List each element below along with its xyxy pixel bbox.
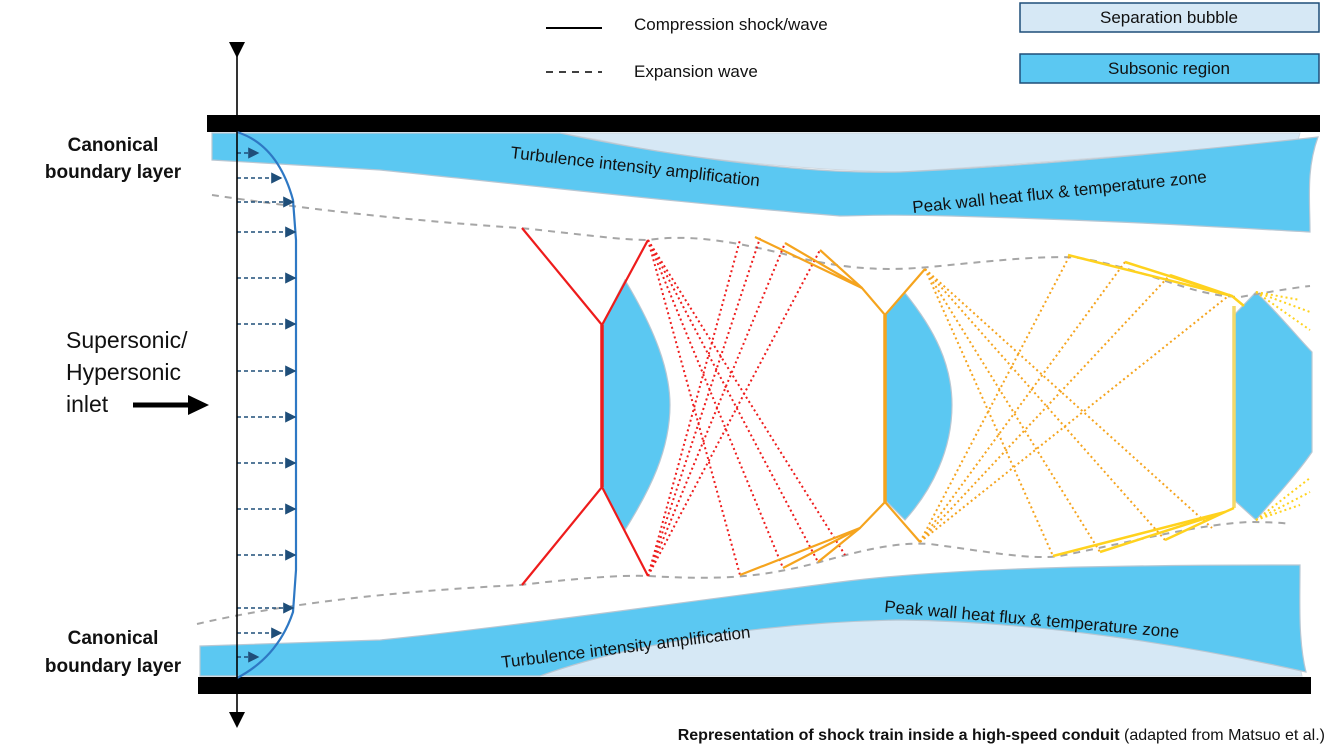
shock-3 (1052, 253, 1311, 558)
shock-3-oblique-bottom (1099, 510, 1226, 554)
shock-2-oblique-bottom (782, 527, 861, 569)
inlet-label-line3: inlet (66, 391, 109, 417)
legend-subsonic-label: Subsonic region (1108, 59, 1230, 78)
boundary-layer-top-label-line2: boundary layer (45, 162, 182, 183)
velocity-arrows (237, 147, 297, 663)
shock-2 (739, 236, 1233, 577)
boundary-layer-bottom-label-line2: boundary layer (45, 656, 182, 677)
shock-3-expansion-fan (1255, 291, 1311, 521)
caption-bold: Representation of shock train inside a h… (677, 727, 1120, 744)
shock-3-oblique-top (1124, 260, 1233, 298)
legend-expansion-label: Expansion wave (634, 62, 758, 81)
inlet-label-line1: Supersonic/ (66, 327, 188, 353)
figure-caption: Representation of shock train inside a h… (0, 727, 1325, 745)
top-wall (207, 115, 1320, 132)
shock-2-oblique-top (784, 242, 863, 289)
inlet-arrow (133, 395, 209, 415)
shock-2-lambda-top (754, 236, 926, 317)
bottom-wall (198, 677, 1311, 694)
legend-subsonic-box (1019, 53, 1320, 84)
expansion-boundary-bottom (196, 520, 1291, 625)
boundary-layer-top-label-line1: Canonical (68, 135, 159, 156)
boundary-layer-bottom-label-line1: Canonical (68, 628, 159, 649)
legend: Compression shock/wave Expansion wave Se… (546, 2, 1320, 84)
expansion-boundary-top (211, 194, 1311, 299)
subsonic-pocket-2 (884, 292, 953, 521)
legend-separation-label: Separation bubble (1100, 8, 1238, 27)
shock-1-expansion-fan (647, 237, 846, 577)
shock-3-lambda-bottom (1052, 506, 1235, 558)
subsonic-region-top (211, 132, 1319, 233)
subsonic-pocket-3 (1233, 291, 1313, 521)
legend-separation-box (1019, 2, 1320, 33)
caption-source: (adapted from Matsuo et al.) (1124, 727, 1325, 744)
legend-compression-label: Compression shock/wave (634, 15, 828, 34)
subsonic-pocket-1 (601, 278, 671, 532)
shock-2-expansion-fan (919, 254, 1233, 557)
inlet-label-line2: Hypersonic (66, 359, 181, 385)
subsonic-region-bottom (199, 564, 1307, 677)
shock-2-lambda-bottom (739, 500, 921, 577)
shock-1-lambda-bottom (521, 485, 649, 586)
shock-3-lambda-top (1067, 253, 1245, 307)
shock-1 (521, 227, 846, 586)
velocity-profile (236, 130, 298, 679)
